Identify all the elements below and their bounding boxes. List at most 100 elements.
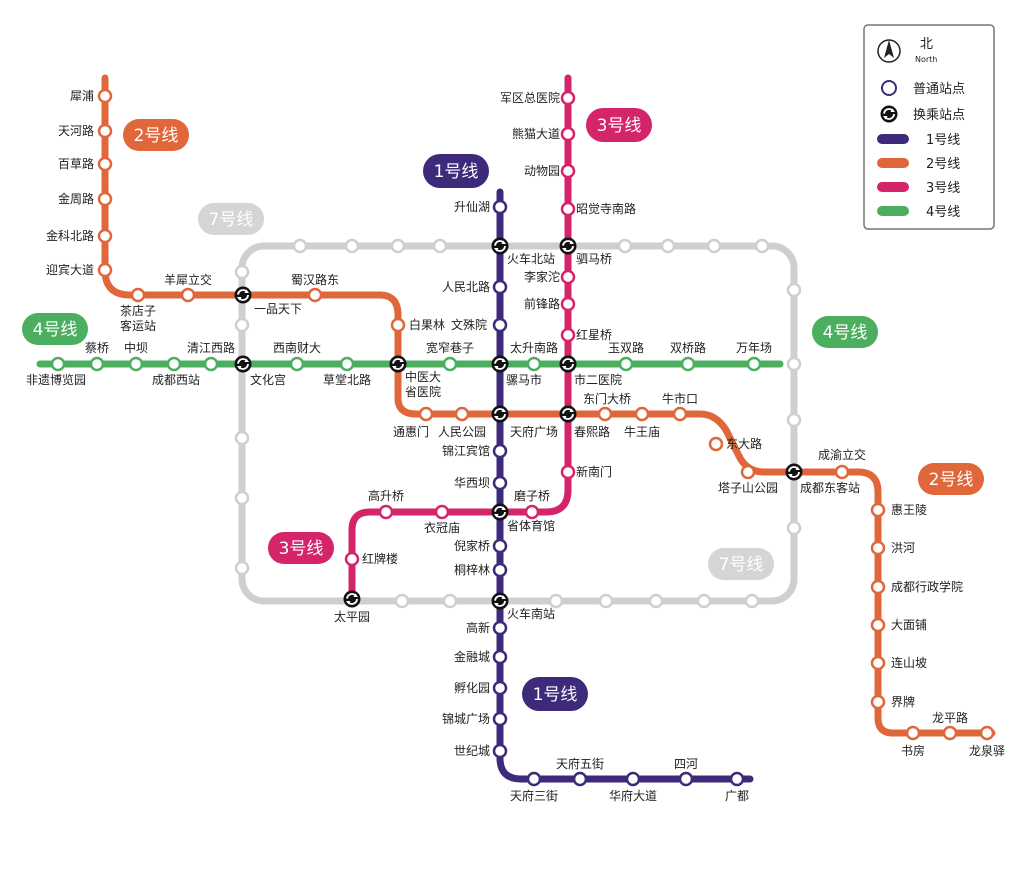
station-label[interactable]: 蔡桥 — [85, 341, 109, 355]
station-label[interactable]: 龙平路 — [932, 710, 968, 725]
station-label[interactable]: 连山坡 — [891, 655, 927, 670]
station-label[interactable]: 成都行政学院 — [891, 579, 963, 594]
station-dot[interactable] — [634, 406, 650, 422]
station-dot[interactable] — [234, 430, 250, 446]
station-dot[interactable] — [754, 238, 770, 254]
station-dot[interactable] — [344, 551, 360, 567]
transfer-icon[interactable] — [558, 354, 578, 374]
station-label[interactable]: 牛王庙 — [624, 424, 660, 439]
station-dot[interactable] — [618, 356, 634, 372]
station-label[interactable]: 书房 — [901, 743, 925, 758]
station-dot[interactable] — [560, 90, 576, 106]
station-label[interactable]: 非遗博览园 — [26, 372, 86, 387]
station-dot[interactable] — [166, 356, 182, 372]
station-dot[interactable] — [786, 356, 802, 372]
station-label[interactable]: 宽窄巷子 — [426, 340, 474, 355]
station-label[interactable]: 金融城 — [454, 649, 490, 664]
station-label[interactable]: 高升桥 — [368, 488, 404, 503]
station-dot[interactable] — [834, 464, 850, 480]
station-dot[interactable] — [786, 412, 802, 428]
station-dot[interactable] — [625, 771, 641, 787]
station-label[interactable]: 广都 — [725, 789, 749, 803]
station-dot[interactable] — [672, 406, 688, 422]
station-label[interactable]: 天府三街 — [510, 788, 558, 803]
station-label[interactable]: 倪家桥 — [454, 538, 490, 553]
station-label[interactable]: 中医大 — [405, 369, 441, 384]
station-dot[interactable] — [905, 725, 921, 741]
station-label[interactable]: 文化宫 — [250, 372, 286, 387]
transfer-icon[interactable] — [490, 502, 510, 522]
station-dot[interactable] — [979, 725, 995, 741]
station-dot[interactable] — [526, 356, 542, 372]
station-dot[interactable] — [560, 126, 576, 142]
station-label[interactable]: 锦江宾馆 — [442, 443, 490, 458]
transfer-icon[interactable] — [490, 404, 510, 424]
station-dot[interactable] — [339, 356, 355, 372]
station-label[interactable]: 衣冠庙 — [424, 520, 460, 535]
station-label[interactable]: 熊猫大道 — [512, 126, 560, 141]
transfer-icon[interactable] — [558, 404, 578, 424]
station-dot[interactable] — [526, 771, 542, 787]
station-dot[interactable] — [492, 620, 508, 636]
station-dot[interactable] — [390, 238, 406, 254]
station-dot[interactable] — [744, 593, 760, 609]
station-label[interactable]: 天府五街 — [556, 756, 604, 771]
station-label[interactable]: 省医院 — [405, 385, 441, 399]
station-dot[interactable] — [234, 560, 250, 576]
station-label[interactable]: 人民公园 — [438, 425, 486, 439]
station-dot[interactable] — [870, 502, 886, 518]
station-dot[interactable] — [234, 317, 250, 333]
station-label[interactable]: 军区总医院 — [500, 91, 560, 105]
station-dot[interactable] — [870, 579, 886, 595]
station-dot[interactable] — [706, 238, 722, 254]
station-label[interactable]: 成都东客站 — [800, 480, 860, 495]
transfer-icon[interactable] — [233, 354, 253, 374]
station-dot[interactable] — [292, 238, 308, 254]
station-label[interactable]: 四河 — [674, 757, 698, 771]
station-label[interactable]: 东大路 — [726, 436, 762, 451]
station-dot[interactable] — [128, 356, 144, 372]
station-label[interactable]: 动物园 — [524, 164, 560, 178]
station-label[interactable]: 骡马市 — [506, 372, 542, 387]
station-dot[interactable] — [696, 593, 712, 609]
station-label[interactable]: 清江西路 — [187, 340, 235, 355]
transfer-icon[interactable] — [558, 236, 578, 256]
station-label[interactable]: 太平园 — [334, 609, 370, 624]
station-label[interactable]: 新南门 — [576, 464, 612, 479]
station-dot[interactable] — [492, 562, 508, 578]
station-dot[interactable] — [97, 228, 113, 244]
station-label[interactable]: 中坝 — [124, 340, 148, 355]
station-dot[interactable] — [870, 694, 886, 710]
station-label[interactable]: 天河路 — [58, 123, 94, 138]
station-label[interactable]: 惠王陵 — [891, 503, 927, 517]
station-dot[interactable] — [454, 406, 470, 422]
station-dot[interactable] — [203, 356, 219, 372]
station-dot[interactable] — [524, 504, 540, 520]
station-dot[interactable] — [492, 475, 508, 491]
station-label[interactable]: 金科北路 — [46, 228, 94, 243]
station-label[interactable]: 省体育馆 — [507, 518, 555, 533]
station-dot[interactable] — [492, 317, 508, 333]
station-label[interactable]: 红牌楼 — [362, 551, 398, 566]
station-dot[interactable] — [50, 356, 66, 372]
station-dot[interactable] — [434, 504, 450, 520]
station-dot[interactable] — [560, 296, 576, 312]
station-dot[interactable] — [870, 655, 886, 671]
station-dot[interactable] — [560, 269, 576, 285]
station-dot[interactable] — [89, 356, 105, 372]
station-dot[interactable] — [548, 593, 564, 609]
station-dot[interactable] — [97, 262, 113, 278]
station-label[interactable]: 华西坝 — [454, 476, 490, 490]
station-label[interactable]: 犀浦 — [70, 89, 94, 103]
station-label[interactable]: 升仙湖 — [454, 199, 490, 214]
station-label[interactable]: 羊犀立交 — [164, 272, 212, 287]
station-dot[interactable] — [378, 504, 394, 520]
station-dot[interactable] — [492, 680, 508, 696]
station-label[interactable]: 洪河 — [891, 541, 915, 555]
station-label[interactable]: 天府广场 — [510, 424, 558, 439]
station-dot[interactable] — [289, 356, 305, 372]
station-dot[interactable] — [432, 238, 448, 254]
station-dot[interactable] — [390, 317, 406, 333]
station-label[interactable]: 客运站 — [120, 318, 156, 333]
station-dot[interactable] — [130, 287, 146, 303]
